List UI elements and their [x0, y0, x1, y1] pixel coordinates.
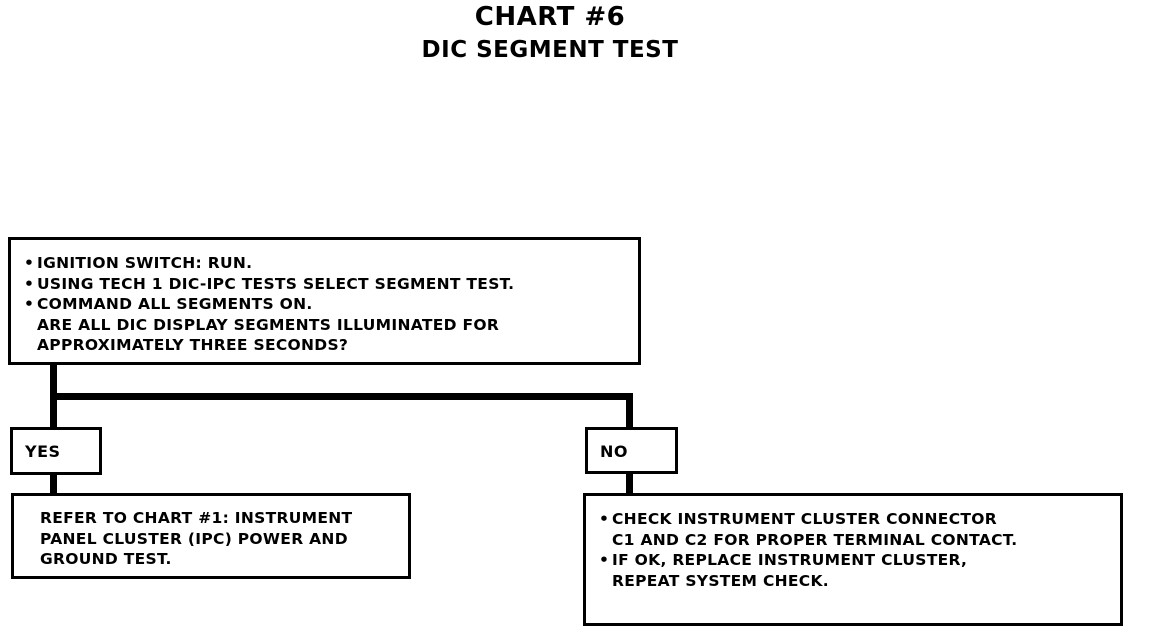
decision-label-no: NO [600, 442, 628, 461]
text-line-content: IGNITION SWITCH: RUN. [37, 254, 253, 272]
question-box-text: •IGNITION SWITCH: RUN.•USING TECH 1 DIC-… [24, 253, 514, 356]
text-line-content: COMMAND ALL SEGMENTS ON. [37, 295, 313, 313]
text-line: •IGNITION SWITCH: RUN. [24, 253, 514, 274]
chart-title-block: CHART #6 DIC SEGMENT TEST [0, 2, 1100, 64]
connector-drop-to-yes [50, 393, 57, 431]
bullet-icon: • [599, 510, 610, 528]
connector-question-stem [50, 364, 57, 400]
text-line-content: APPROXIMATELY THREE SECONDS? [37, 336, 349, 354]
decision-box-yes: YES [10, 427, 102, 475]
page-subtitle: DIC SEGMENT TEST [421, 37, 679, 63]
text-line: •USING TECH 1 DIC-IPC TESTS SELECT SEGME… [24, 274, 514, 295]
bullet-icon: • [24, 295, 35, 313]
text-line-content: CHECK INSTRUMENT CLUSTER CONNECTOR [612, 510, 997, 528]
text-line: REPEAT SYSTEM CHECK. [599, 571, 1018, 592]
decision-label-yes: YES [25, 442, 61, 461]
text-line: PANEL CLUSTER (IPC) POWER AND [27, 529, 352, 550]
bullet-icon: • [599, 551, 610, 569]
text-line: •COMMAND ALL SEGMENTS ON. [24, 294, 514, 315]
connector-yes-to-result [50, 472, 57, 496]
question-box: •IGNITION SWITCH: RUN.•USING TECH 1 DIC-… [8, 237, 641, 365]
connector-no-to-result [626, 472, 633, 496]
result-box-yes-text: REFER TO CHART #1: INSTRUMENT PANEL CLUST… [27, 508, 352, 570]
page-title: CHART #6 [474, 2, 626, 32]
connector-split-bar [50, 393, 633, 400]
text-line: C1 AND C2 FOR PROPER TERMINAL CONTACT. [599, 530, 1018, 551]
decision-box-no: NO [585, 427, 678, 474]
text-line: GROUND TEST. [27, 549, 352, 570]
text-line: •CHECK INSTRUMENT CLUSTER CONNECTOR [599, 509, 1018, 530]
bullet-icon: • [24, 274, 35, 293]
text-line: ARE ALL DIC DISPLAY SEGMENTS ILLUMINATED… [24, 315, 514, 336]
text-line-content: REFER TO CHART #1: INSTRUMENT [40, 509, 353, 527]
text-line: REFER TO CHART #1: INSTRUMENT [27, 508, 352, 529]
text-line: •IF OK, REPLACE INSTRUMENT CLUSTER, [599, 550, 1018, 571]
text-line-content: PANEL CLUSTER (IPC) POWER AND [40, 529, 348, 548]
text-line-content: GROUND TEST. [40, 550, 172, 568]
connector-drop-to-no [626, 393, 633, 431]
text-line-content: USING TECH 1 DIC-IPC TESTS SELECT SEGMEN… [37, 274, 515, 293]
text-line: APPROXIMATELY THREE SECONDS? [24, 335, 514, 356]
text-line-content: ARE ALL DIC DISPLAY SEGMENTS ILLUMINATED… [37, 315, 500, 334]
bullet-icon: • [24, 254, 35, 272]
text-line-content: IF OK, REPLACE INSTRUMENT CLUSTER, [612, 551, 968, 569]
text-line-content: REPEAT SYSTEM CHECK. [612, 571, 829, 590]
text-line-content: C1 AND C2 FOR PROPER TERMINAL CONTACT. [612, 530, 1018, 549]
result-box-yes: REFER TO CHART #1: INSTRUMENT PANEL CLUST… [11, 493, 411, 579]
